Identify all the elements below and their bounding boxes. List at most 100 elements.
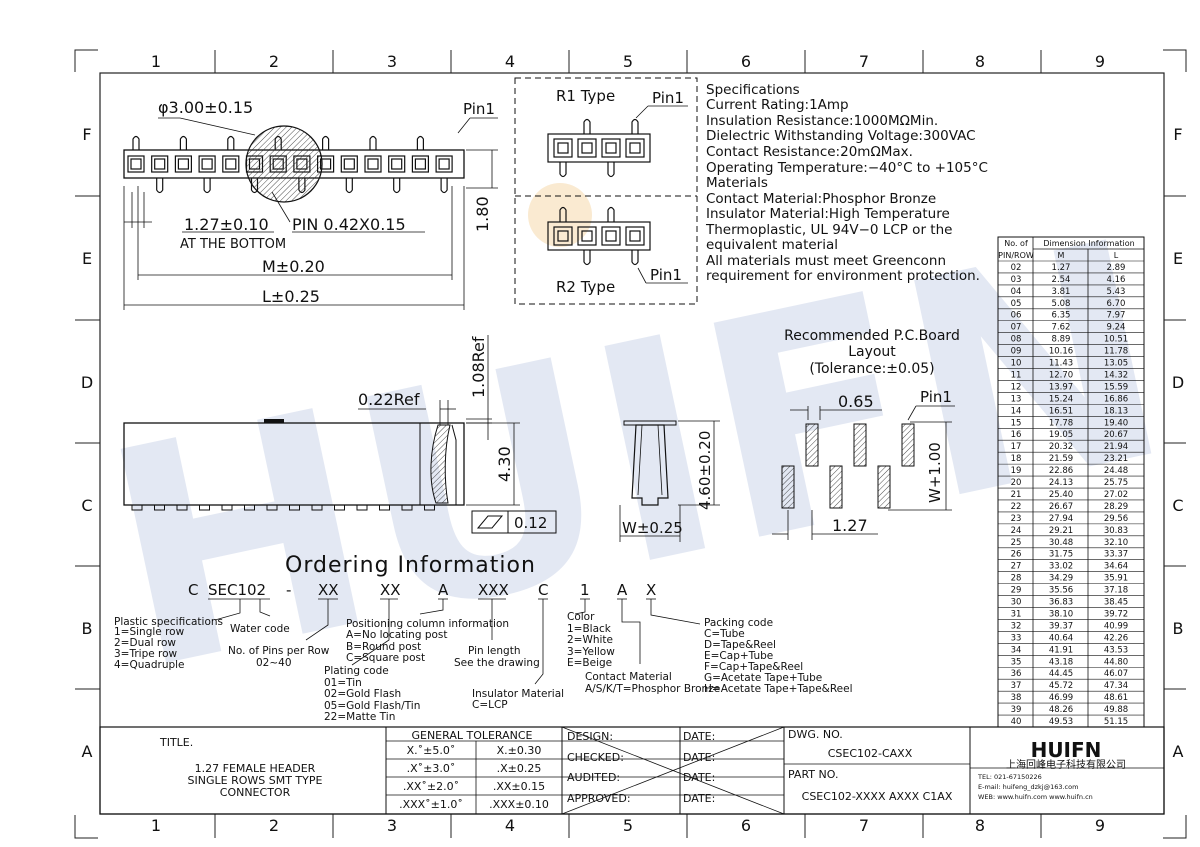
pin-upper [227, 135, 235, 150]
grid-labels: 1 2 3 4 5 6 7 8 9 1 2 3 4 5 6 7 8 9 F E … [81, 52, 1184, 835]
side-foot [244, 504, 255, 511]
connector-pin [559, 206, 567, 222]
table-cell: 34 [1011, 645, 1022, 655]
tolerance-linear: .XX±0.15 [493, 780, 545, 793]
table-cell: 5.08 [1052, 299, 1071, 309]
plating: 22=Matte Tin [324, 711, 395, 723]
table-cell: 2.89 [1107, 263, 1126, 273]
tolerance-angle: X.˚±5.0˚ [407, 744, 456, 757]
plating: 02=Gold Flash [324, 688, 401, 700]
pin-lower [203, 178, 211, 194]
code-part: X [646, 581, 656, 599]
connector-cell [625, 226, 645, 246]
connector-cell-inner [581, 230, 593, 242]
title-line: SINGLE ROWS SMT TYPE [188, 774, 323, 787]
top-view: φ3.00±0.15 Pin1 1.27±0.10 AT THE BOTTOM … [123, 98, 498, 310]
grid-ticks [75, 50, 1186, 838]
table-cell: 27.02 [1104, 490, 1128, 500]
connector-pin [631, 118, 639, 134]
title-line: 1.27 FEMALE HEADER [195, 762, 316, 775]
table-header-m: M [1058, 251, 1065, 260]
connector-pin [583, 250, 591, 266]
side-foot [334, 504, 345, 511]
spec-line: Contact Material:Phosphor Bronze [706, 191, 936, 207]
table-cell: 39 [1011, 705, 1022, 715]
contact-material: Contact Material [585, 671, 672, 683]
table-cell: 24.48 [1104, 466, 1128, 476]
date-label: DATE: [683, 730, 715, 743]
table-cell: 27 [1011, 562, 1022, 572]
code-part: XX [318, 581, 339, 599]
col-label-bottom: 3 [387, 816, 397, 835]
table-cell: 20.32 [1049, 442, 1073, 452]
table-cell: 47.34 [1104, 681, 1128, 691]
contact-cell [364, 155, 382, 173]
title-line: CONNECTOR [220, 786, 291, 799]
pcb-layout: Recommended P.C.Board Layout (Tolerance:… [772, 328, 960, 540]
company-logo: HUIFN [1031, 738, 1102, 762]
table-cell: 15 [1011, 418, 1022, 428]
tolerance-angle: .X˚±3.0˚ [407, 762, 456, 775]
table-cell: 41.91 [1049, 645, 1073, 655]
contact-cell-inner [154, 158, 166, 170]
ref-1-08: 1.08Ref [469, 336, 488, 398]
table-cell: 39.37 [1049, 621, 1073, 631]
row-label-left: C [81, 496, 92, 515]
table-cell: 36 [1011, 669, 1022, 679]
r1-type-label: R1 Type [556, 87, 615, 105]
table-header-group: Dimension Information [1043, 239, 1134, 248]
table-cell: 44.45 [1049, 669, 1073, 679]
date-label: DATE: [683, 792, 715, 805]
tolerance-linear: X.±0.30 [497, 744, 542, 757]
color-code: 3=Yellow [567, 646, 615, 658]
part-value: CSEC102-XXXX AXXX C1AX [802, 790, 953, 803]
diameter-dim: φ3.00±0.15 [158, 98, 253, 117]
table-cell: 48.61 [1104, 693, 1128, 703]
table-cell: 11.78 [1104, 347, 1128, 357]
table-cell: 17 [1011, 442, 1022, 452]
table-cell: 40 [1011, 717, 1022, 727]
insulator: C=LCP [472, 699, 508, 711]
table-cell: 4.16 [1107, 275, 1126, 285]
side-foot [199, 504, 210, 511]
end-height: 4.60±0.20 [696, 431, 714, 510]
pin-upper [179, 135, 187, 150]
contact-cell-inner [391, 158, 403, 170]
table-cell: 09 [1011, 347, 1022, 357]
table-cell: 32 [1011, 621, 1022, 631]
height-dim: 1.80 [473, 196, 492, 232]
connector-cell-inner [629, 230, 641, 242]
table-cell: 35.91 [1104, 574, 1128, 584]
table-cell: 7.62 [1052, 323, 1071, 333]
spec-line: Insulator Material:High Temperature [706, 206, 950, 222]
table-cell: 37 [1011, 681, 1022, 691]
pins-per-row: 02~40 [256, 657, 292, 669]
col-label-top: 9 [1095, 52, 1105, 71]
table-cell: 05 [1011, 299, 1022, 309]
table-cell: 07 [1011, 323, 1022, 333]
side-foot [379, 504, 390, 511]
table-cell: 7.97 [1107, 311, 1126, 321]
pitch-dim: 1.27±0.10 [184, 215, 269, 234]
packing-code: F=Cap+Tape&Reel [704, 661, 803, 673]
col-label-bottom: 4 [505, 816, 515, 835]
side-foot [289, 504, 300, 511]
spec-line: Contact Resistance:20mΩMax. [706, 144, 913, 160]
table-cell: 22.86 [1049, 466, 1073, 476]
connector-pin [607, 206, 615, 222]
table-cell: 45.72 [1049, 681, 1073, 691]
table-cell: 38.45 [1104, 598, 1128, 608]
frame-corners [74, 49, 1187, 839]
company-tel: TEL: 021-67150226 [977, 773, 1042, 781]
side-foot [154, 504, 165, 511]
col-label-top: 8 [975, 52, 985, 71]
color-code: 2=White [567, 634, 613, 646]
row-label-left: F [82, 125, 91, 144]
spec-line: Specifications [706, 82, 800, 98]
table-cell: 26 [1011, 550, 1022, 560]
r2-pin1-label: Pin1 [650, 266, 682, 284]
ordering-info: Ordering Information C SEC102 - XX XX A … [114, 553, 853, 723]
table-cell: 40.64 [1049, 633, 1073, 643]
contact-cell [127, 155, 145, 173]
col-label-bottom: 6 [741, 816, 751, 835]
